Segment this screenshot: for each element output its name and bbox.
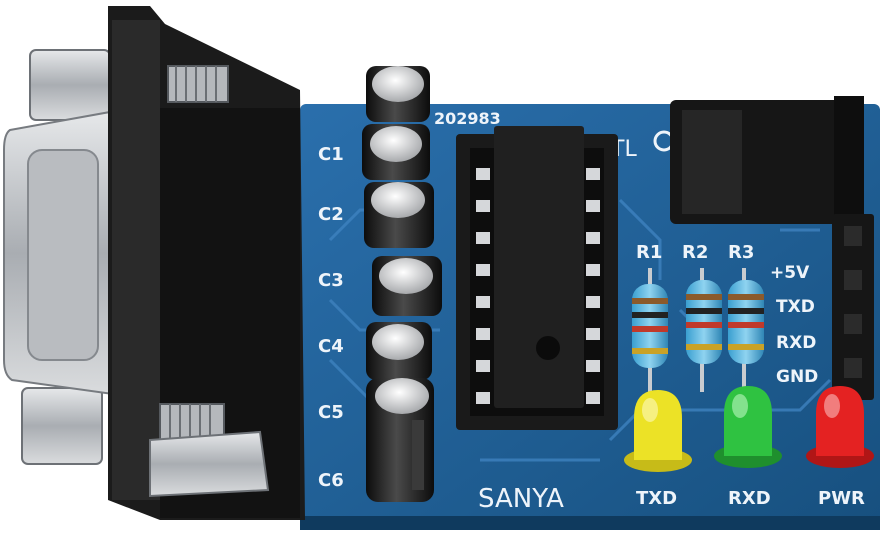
- ic-chip: [456, 126, 618, 430]
- capacitor-c3: [372, 256, 442, 316]
- capacitor-c4: [366, 322, 432, 380]
- label-c1: C1: [318, 144, 344, 165]
- db9-connector: [3, 6, 305, 520]
- label-c4: C4: [318, 336, 344, 357]
- label-led-pwr: PWR: [818, 488, 865, 509]
- label-c6: C6: [318, 470, 344, 491]
- label-pin-rxd: RXD: [776, 333, 816, 353]
- label-r2: R2: [682, 242, 708, 263]
- pin-header: [832, 214, 874, 400]
- resistor-labels: R1 R2 R3: [636, 242, 754, 263]
- capacitor-c5: [366, 378, 434, 502]
- capacitors: [362, 66, 442, 502]
- label-pin-txd: TXD: [776, 297, 815, 317]
- pin-labels: +5V TXD RXD GND: [770, 263, 818, 387]
- board-code: 202983: [434, 109, 501, 128]
- dc-jack: [670, 96, 864, 226]
- label-c2: C2: [318, 204, 344, 225]
- label-c3: C3: [318, 270, 344, 291]
- capacitor-labels: C1 C2 C3 C4 C5 C6: [318, 144, 344, 491]
- led-rxd: [714, 386, 782, 468]
- capacitor-c1: [366, 66, 430, 122]
- led-txd: [624, 390, 692, 472]
- leds: [624, 386, 874, 472]
- capacitor-c2: [364, 182, 434, 248]
- resistor-r1: [632, 268, 668, 396]
- capacitor-c1b: [362, 124, 430, 180]
- led-labels: TXD RXD PWR: [636, 488, 865, 509]
- resistor-r3: [728, 268, 764, 390]
- brand-label: SANYA: [478, 484, 564, 514]
- label-r1: R1: [636, 242, 662, 263]
- label-c5: C5: [318, 402, 344, 423]
- resistors: [632, 268, 764, 396]
- label-led-txd: TXD: [636, 488, 677, 509]
- label-led-rxd: RXD: [728, 488, 771, 509]
- label-pin-5v: +5V: [770, 263, 810, 283]
- resistor-r2: [686, 268, 722, 392]
- led-pwr: [806, 386, 874, 468]
- label-r3: R3: [728, 242, 754, 263]
- label-pin-gnd: GND: [776, 367, 818, 387]
